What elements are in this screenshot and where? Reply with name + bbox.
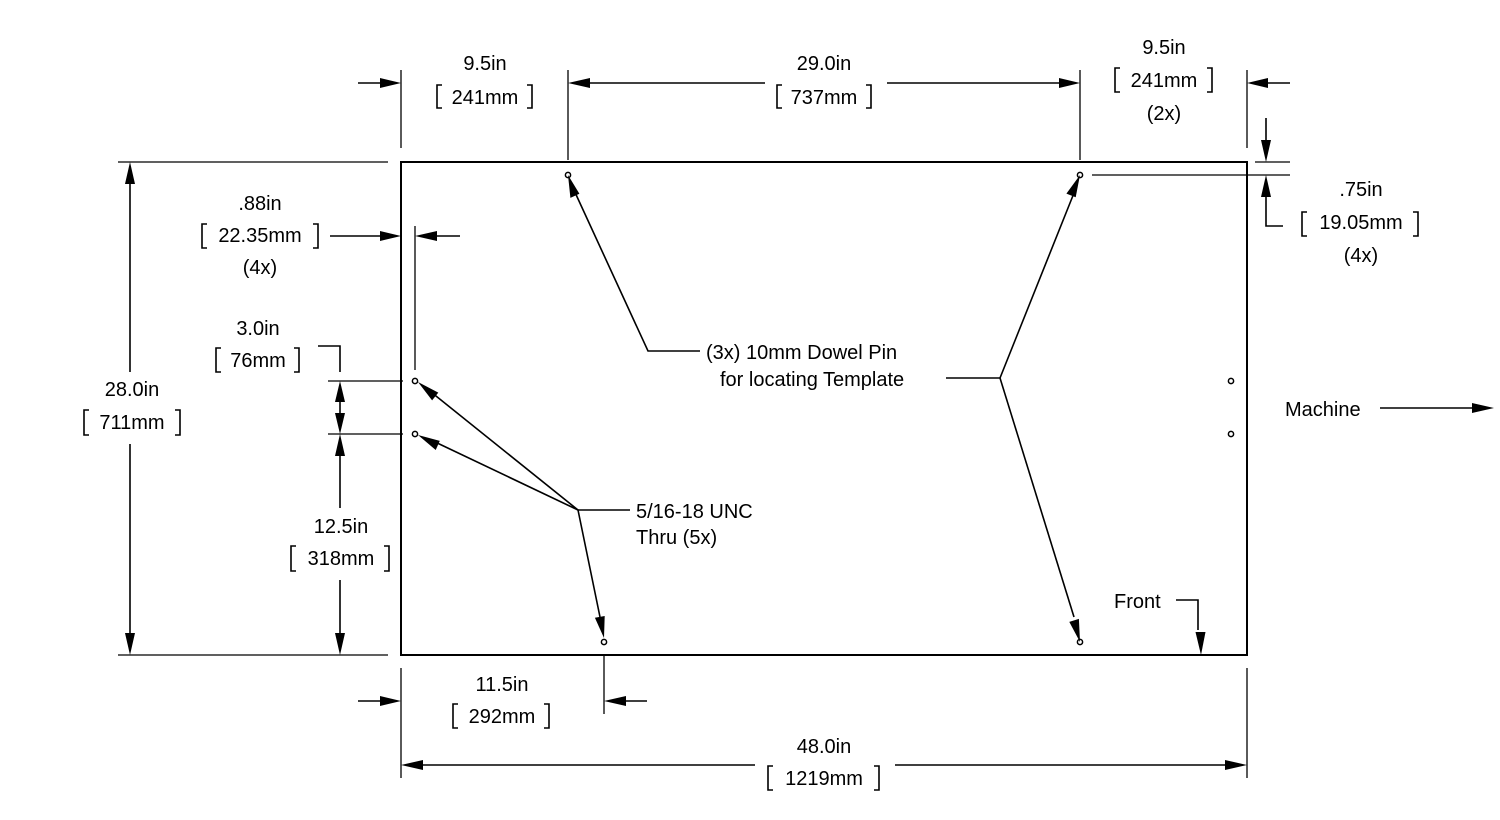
dim-hole-height-mm: 318mm	[308, 548, 375, 570]
dim-bottom-hole-x: 11.5in 292mm	[358, 655, 647, 778]
machine-label: Machine	[1285, 399, 1361, 421]
dim-hole-spacing-in: 3.0in	[236, 318, 279, 340]
dowel-callout-line1: (3x) 10mm Dowel Pin	[706, 342, 897, 364]
front-label: Front	[1114, 591, 1161, 613]
dim-left-edge-x-mm: 241mm	[452, 87, 519, 109]
tapped-hole	[411, 430, 419, 438]
dim-left-offset-qty: (4x)	[243, 257, 277, 279]
dim-right-edge-x-in: 9.5in	[1142, 37, 1185, 59]
dim-left-offset: .88in 22.35mm (4x)	[201, 193, 460, 370]
dim-width: 48.0in 1219mm	[401, 668, 1248, 791]
dowel-pin-callout: (3x) 10mm Dowel Pin for locating Templat…	[568, 175, 1080, 642]
dim-height: 28.0in 711mm	[83, 161, 388, 656]
tapped-callout-line1: 5/16-18 UNC	[636, 501, 753, 523]
dim-right-edge-x-mm: 241mm	[1131, 70, 1198, 92]
dim-hole-height-in: 12.5in	[314, 516, 369, 538]
dim-left-offset-mm: 22.35mm	[218, 225, 301, 247]
tapped-hole	[1227, 377, 1235, 385]
dim-dowel-spacing: 29.0in 737mm	[568, 53, 1081, 160]
dim-dowel-spacing-in: 29.0in	[797, 53, 852, 75]
dim-top-offset-mm: 19.05mm	[1319, 212, 1402, 234]
dim-top-offset-in: .75in	[1339, 179, 1382, 201]
dowel-callout-line2: for locating Template	[720, 369, 904, 391]
dim-hole-height: 12.5in 318mm	[290, 434, 390, 655]
dim-left-edge-x-in: 9.5in	[463, 53, 506, 75]
front-arrow-icon	[1195, 632, 1206, 655]
tapped-hole-callout: 5/16-18 UNC Thru (5x)	[418, 382, 753, 638]
machine-arrow-icon	[1472, 403, 1494, 413]
dim-right-edge-x-qty: (2x)	[1147, 103, 1181, 125]
template-plate	[400, 161, 1248, 656]
dim-left-edge-x: 9.5in 241mm	[358, 53, 569, 160]
tapped-hole	[411, 377, 419, 385]
dim-top-offset: .75in 19.05mm (4x)	[1092, 118, 1419, 267]
machine-direction: Machine	[1285, 399, 1494, 421]
dim-height-in: 28.0in	[105, 379, 160, 401]
dim-bottom-hole-x-mm: 292mm	[469, 706, 536, 728]
dim-hole-spacing-mm: 76mm	[230, 350, 286, 372]
dim-top-offset-qty: (4x)	[1344, 245, 1378, 267]
front-callout: Front	[1114, 591, 1206, 655]
dim-hole-spacing: 3.0in 76mm	[215, 318, 403, 435]
dim-width-mm: 1219mm	[785, 768, 863, 790]
dim-height-mm: 711mm	[99, 412, 164, 434]
dim-bottom-hole-x-in: 11.5in	[475, 674, 528, 696]
tapped-hole	[1227, 430, 1235, 438]
tapped-hole	[600, 638, 608, 646]
dim-dowel-spacing-mm: 737mm	[791, 87, 858, 109]
dim-left-offset-in: .88in	[238, 193, 281, 215]
tapped-callout-line2: Thru (5x)	[636, 527, 717, 549]
dim-width-in: 48.0in	[797, 736, 852, 758]
dim-right-edge-x: 9.5in 241mm (2x)	[1114, 37, 1290, 148]
